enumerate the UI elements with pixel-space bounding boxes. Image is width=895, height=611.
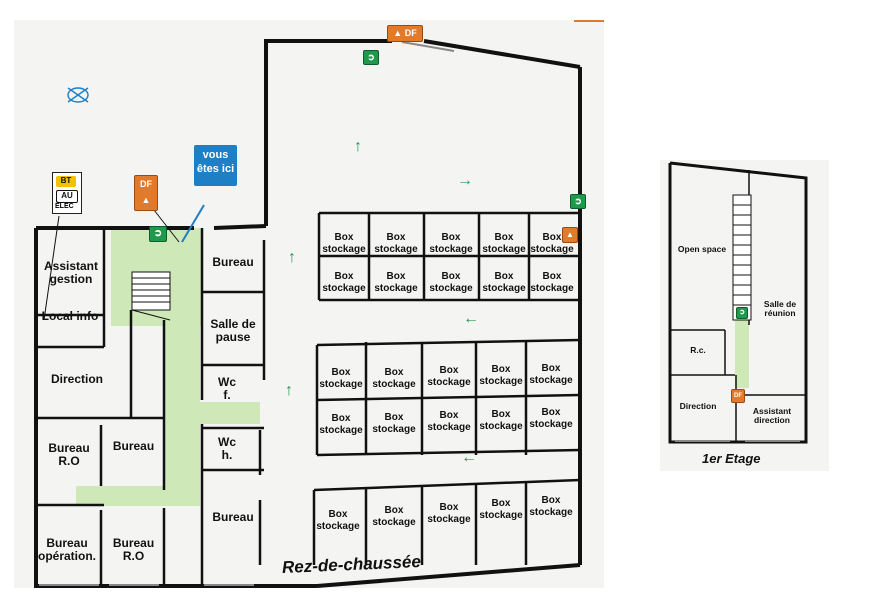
box-stockage: Box stockage [529,407,573,430]
room-bureau-ro-1: Bureau R.O [48,441,90,469]
room-open-space: Open space [677,244,727,254]
df-label: DF [404,28,417,38]
box-stockage: Box stockage [482,232,526,255]
electrical-legend: BT AU ÉLEC [52,172,82,214]
box-stockage: Box stockage [374,271,418,294]
box-stockage: Box stockage [322,271,366,294]
fire-extinguisher-sign: ▲ DF [387,25,423,42]
box-stockage: Box stockage [372,412,416,435]
windows [39,41,455,586]
staircase [131,271,171,321]
emergency-exit-icon: ➲ [149,226,167,242]
box-stockage: Box stockage [319,367,363,390]
box-stockage: Box stockage [427,502,471,525]
evacuation-arrow-left-icon: ← [463,310,479,327]
emergency-exit-icon: ➲ [363,50,379,65]
room-rc: R.c. [690,345,706,355]
first-floor-walls [668,161,808,444]
box-grid-walls [312,211,581,565]
box-stockage: Box stockage [316,509,360,532]
extinguisher-icon: ▲ [141,195,151,205]
au-label: AU [56,190,78,203]
extinguisher-icon: ▲ [562,227,578,243]
room-bureau-operation: Bureau opération. [37,536,96,564]
box-stockage: Box stockage [427,410,471,433]
box-stockage: Box stockage [429,271,473,294]
room-salle-pause: Salle de pause [210,317,256,345]
room-direction: Direction [50,372,103,386]
box-stockage: Box stockage [479,409,523,432]
fire-extinguisher-sign: DF [731,389,745,403]
box-stockage: Box stockage [529,495,573,518]
evacuation-arrow-up-icon: ↑ [288,249,296,266]
box-stockage: Box stockage [374,232,418,255]
box-stockage: Box stockage [372,367,416,390]
evacuation-arrow-left-icon: ← [461,449,477,466]
box-stockage: Box stockage [530,271,574,294]
box-stockage: Box stockage [479,498,523,521]
room-bureau-1: Bureau [112,439,155,453]
smoke-detector-symbol [67,87,89,103]
room-local-info: Local info [41,309,99,323]
box-stockage: Box stockage [482,271,526,294]
emergency-exit-icon: ➲ [570,194,586,209]
box-stockage: Box stockage [530,232,574,255]
box-stockage: Box stockage [372,505,416,528]
emergency-exit-icon: ➲ [736,307,748,319]
evacuation-arrow-up-icon: ↑ [285,382,293,399]
room-wc-f: Wc f. [218,375,236,403]
ground-floor-walls [34,20,604,588]
evacuation-arrow-up-icon: ↑ [354,138,362,155]
room-bureau-ro-2: Bureau R.O [112,536,155,564]
you-are-here-line2: êtes ici [196,163,235,175]
box-stockage: Box stockage [429,232,473,255]
box-stockage: Box stockage [529,363,573,386]
box-stockage: Box stockage [427,365,471,388]
bt-label: BT [56,176,76,187]
ground-floor-plan: BT AU ÉLEC DF ▲ vous êtes ici ➲ ➲ ➲ ▲ DF… [14,20,604,588]
room-assistant-direction: Assistant direction [752,406,792,426]
room-salle-reunion: Salle de réunion [763,299,797,319]
df-label: DF [140,179,152,189]
box-stockage: Box stockage [479,364,523,387]
room-bureau-bottom: Bureau [212,510,254,524]
box-stockage: Box stockage [319,413,363,436]
first-floor-title: 1er Etage [702,451,761,466]
elec-label: ÉLEC [55,203,74,210]
room-bureau-top: Bureau [212,255,254,269]
room-assistant-gestion: Assistant gestion [43,259,99,287]
fire-extinguisher-sign: DF ▲ [134,175,158,211]
evacuation-arrow-right-icon: → [457,172,473,189]
first-floor-plan: ➲ DF Open space Salle de réunion R.c. Di… [660,160,829,471]
you-are-here-badge: vous êtes ici [194,145,237,186]
room-direction-1er: Direction [679,401,717,411]
extinguisher-icon: ▲ [393,28,403,38]
you-are-here-line1: vous [202,149,229,161]
first-floor-staircase [732,194,752,321]
box-stockage: Box stockage [322,232,366,255]
inner-walls [36,228,266,586]
room-wc-h: Wc h. [218,435,236,463]
